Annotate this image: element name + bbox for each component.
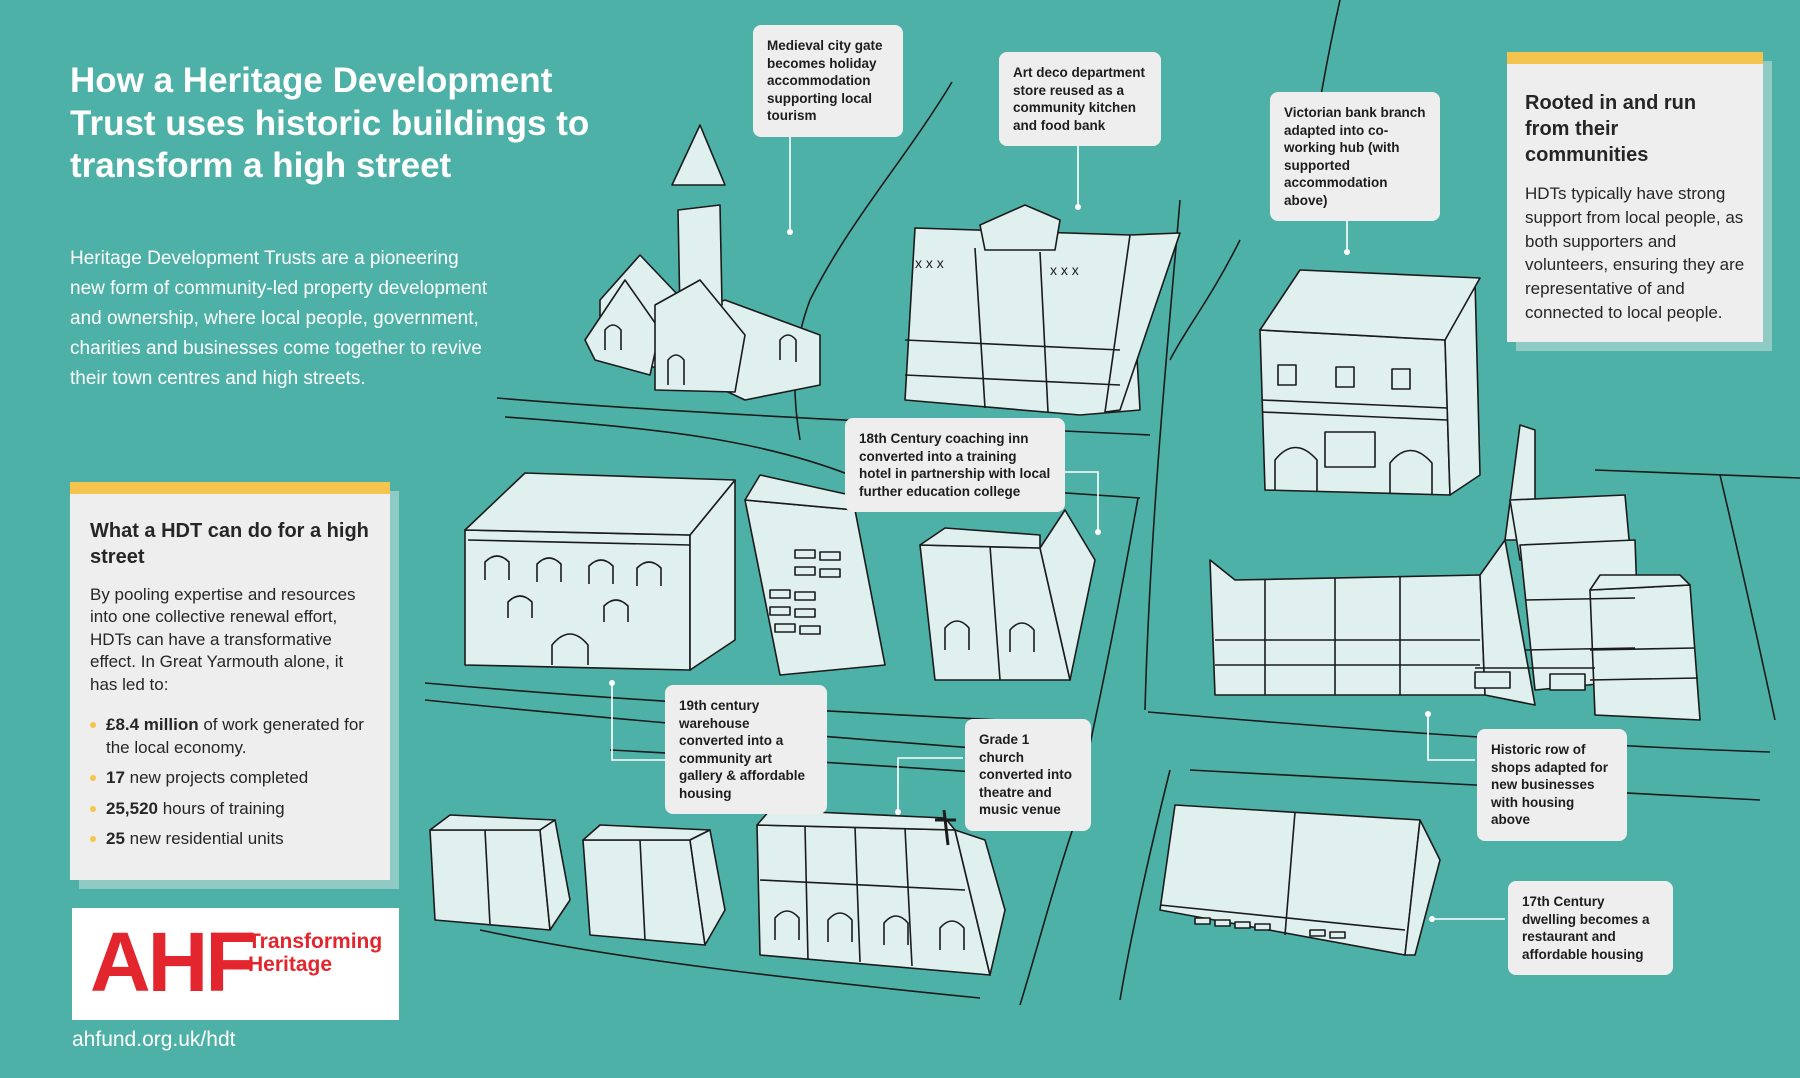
buildings: x x x x x x bbox=[429, 124, 1701, 976]
hdt-impact-panel: What a HDT can do for a high street By p… bbox=[70, 482, 390, 880]
svg-text:x x x: x x x bbox=[1050, 262, 1079, 278]
hdt-panel-body: By pooling expertise and resources into … bbox=[90, 585, 356, 694]
stat-value: £8.4 million bbox=[106, 715, 199, 735]
stat-text: new residential units bbox=[124, 828, 284, 848]
church-building bbox=[756, 809, 1006, 976]
callout-dwelling: 17th Century dwelling becomes a restaura… bbox=[1508, 881, 1673, 976]
road-north-mid bbox=[1169, 239, 1241, 361]
stat-item: 17 new projects completed bbox=[90, 767, 370, 789]
stat-value: 25,520 bbox=[106, 798, 158, 818]
road-south-east bbox=[1119, 769, 1171, 1001]
stat-text: new projects completed bbox=[124, 768, 309, 788]
hdt-panel-title: What a HDT can do for a high street bbox=[90, 520, 369, 568]
community-panel-body: HDTs typically have strong support from … bbox=[1525, 184, 1745, 322]
bullet-dot-icon bbox=[90, 775, 96, 782]
callout-church: Grade 1 church converted into theatre an… bbox=[965, 719, 1091, 831]
bullet-dot-icon bbox=[90, 805, 96, 812]
shop-row-building bbox=[1209, 424, 1701, 721]
leader-art-deco-dot bbox=[1075, 204, 1081, 210]
callout-city-gate: Medieval city gate becomes holiday accom… bbox=[753, 25, 903, 137]
logo-word-line: Heritage bbox=[248, 953, 333, 977]
callout-shop-row: Historic row of shops adapted for new bu… bbox=[1477, 729, 1627, 841]
dwelling-building bbox=[1159, 804, 1441, 956]
callout-victorian-bank: Victorian bank branch adapted into co-wo… bbox=[1270, 92, 1440, 222]
ahf-logo: AHF Transforming Heritage bbox=[72, 908, 399, 1020]
road-south bbox=[479, 929, 981, 999]
leader-warehouse-dot bbox=[609, 680, 615, 686]
stat-text: hours of training bbox=[158, 798, 285, 818]
leader-city-gate-dot bbox=[787, 229, 793, 235]
leader-shops bbox=[1427, 714, 1475, 761]
leader-warehouse bbox=[611, 683, 665, 761]
leader-church-dot bbox=[895, 809, 901, 815]
leader-lines bbox=[609, 132, 1505, 922]
page-title: How a Heritage Development Trust uses hi… bbox=[70, 61, 590, 186]
callout-art-deco: Art deco department store reused as a co… bbox=[999, 52, 1161, 147]
leader-inn-dot bbox=[1095, 529, 1101, 535]
svg-text:x x x: x x x bbox=[915, 255, 944, 271]
bullet-dot-icon bbox=[90, 835, 96, 842]
victorian-bank-building bbox=[1259, 269, 1481, 496]
city-gate-building bbox=[584, 124, 821, 401]
community-panel: Rooted in and run from their communities… bbox=[1507, 52, 1763, 342]
stat-item: £8.4 million of work generated for the l… bbox=[90, 714, 370, 759]
callout-coaching-inn: 18th Century coaching inn converted into… bbox=[845, 418, 1065, 513]
road-east-lower bbox=[1147, 711, 1771, 753]
coaching-inn-building bbox=[919, 509, 1096, 681]
impact-stats-list: £8.4 million of work generated for the l… bbox=[90, 714, 370, 850]
logo-mark: AHF bbox=[90, 915, 257, 1009]
leader-bank-dot bbox=[1344, 249, 1350, 255]
community-panel-title: Rooted in and run from their communities bbox=[1525, 92, 1697, 166]
logo-wordmark: Transforming Heritage bbox=[248, 930, 388, 976]
stat-text: of work generated for the local economy. bbox=[106, 715, 364, 757]
stat-item: 25,520 hours of training bbox=[90, 798, 370, 820]
art-deco-building: x x x x x x bbox=[904, 204, 1181, 416]
road-east-lower-2 bbox=[1189, 769, 1761, 801]
intro-paragraph: Heritage Development Trusts are a pionee… bbox=[70, 248, 488, 390]
logo-word-line: Transforming bbox=[248, 930, 383, 953]
leader-dwelling-dot bbox=[1429, 916, 1435, 922]
office-block bbox=[744, 474, 886, 676]
callout-warehouse: 19th century warehouse converted into a … bbox=[665, 685, 827, 815]
road-east-upper bbox=[1594, 469, 1800, 479]
leader-inn bbox=[1065, 471, 1099, 532]
stat-value: 25 bbox=[106, 828, 125, 848]
website-link[interactable]: ahfund.org.uk/hdt bbox=[72, 1028, 236, 1051]
warehouse-building bbox=[464, 472, 736, 671]
bullet-dot-icon bbox=[90, 722, 96, 729]
road-main-upper-2 bbox=[504, 416, 851, 476]
road-east-far bbox=[1719, 474, 1776, 721]
leader-church bbox=[897, 757, 963, 812]
storage-blocks bbox=[429, 814, 726, 946]
stat-value: 17 bbox=[106, 768, 125, 788]
leader-shops-dot bbox=[1425, 711, 1431, 717]
road-east-vertical bbox=[1144, 199, 1181, 711]
stat-item: 25 new residential units bbox=[90, 828, 370, 850]
